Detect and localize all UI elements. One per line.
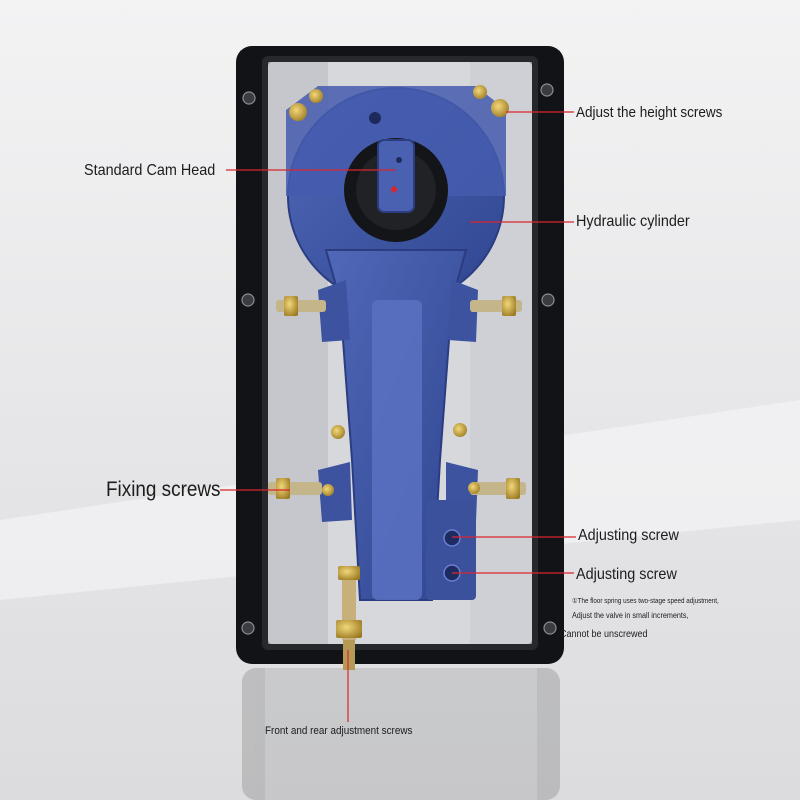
label-adjust-height-screws: Adjust the height screws [576, 104, 723, 121]
label-adjusting-screw-1: Adjusting screw [578, 527, 679, 544]
svg-text:◆: ◆ [390, 184, 398, 195]
fixing-screws [268, 296, 526, 499]
note-line-3: Cannot be unscrewed [560, 629, 648, 640]
label-hydraulic-cylinder: Hydraulic cylinder [576, 213, 690, 230]
label-standard-cam-head: Standard Cam Head [84, 162, 216, 179]
note-line-1: ①The floor spring uses two-stage speed a… [572, 598, 719, 605]
housing-screws [241, 83, 557, 635]
cam-head: ◆ [344, 138, 448, 242]
front-rear-adjustment-bolt [336, 566, 362, 670]
leader-lines [220, 111, 576, 722]
height-screws [289, 85, 509, 121]
center-rib [372, 300, 422, 600]
note-line-2: Adjust the valve in small increments, [572, 611, 689, 620]
label-adjusting-screw-2: Adjusting screw [576, 566, 677, 583]
label-front-rear-adjustment-screws: Front and rear adjustment screws [265, 725, 413, 737]
housing-reflection [242, 668, 560, 800]
label-fixing-screws: Fixing screws [106, 478, 221, 501]
